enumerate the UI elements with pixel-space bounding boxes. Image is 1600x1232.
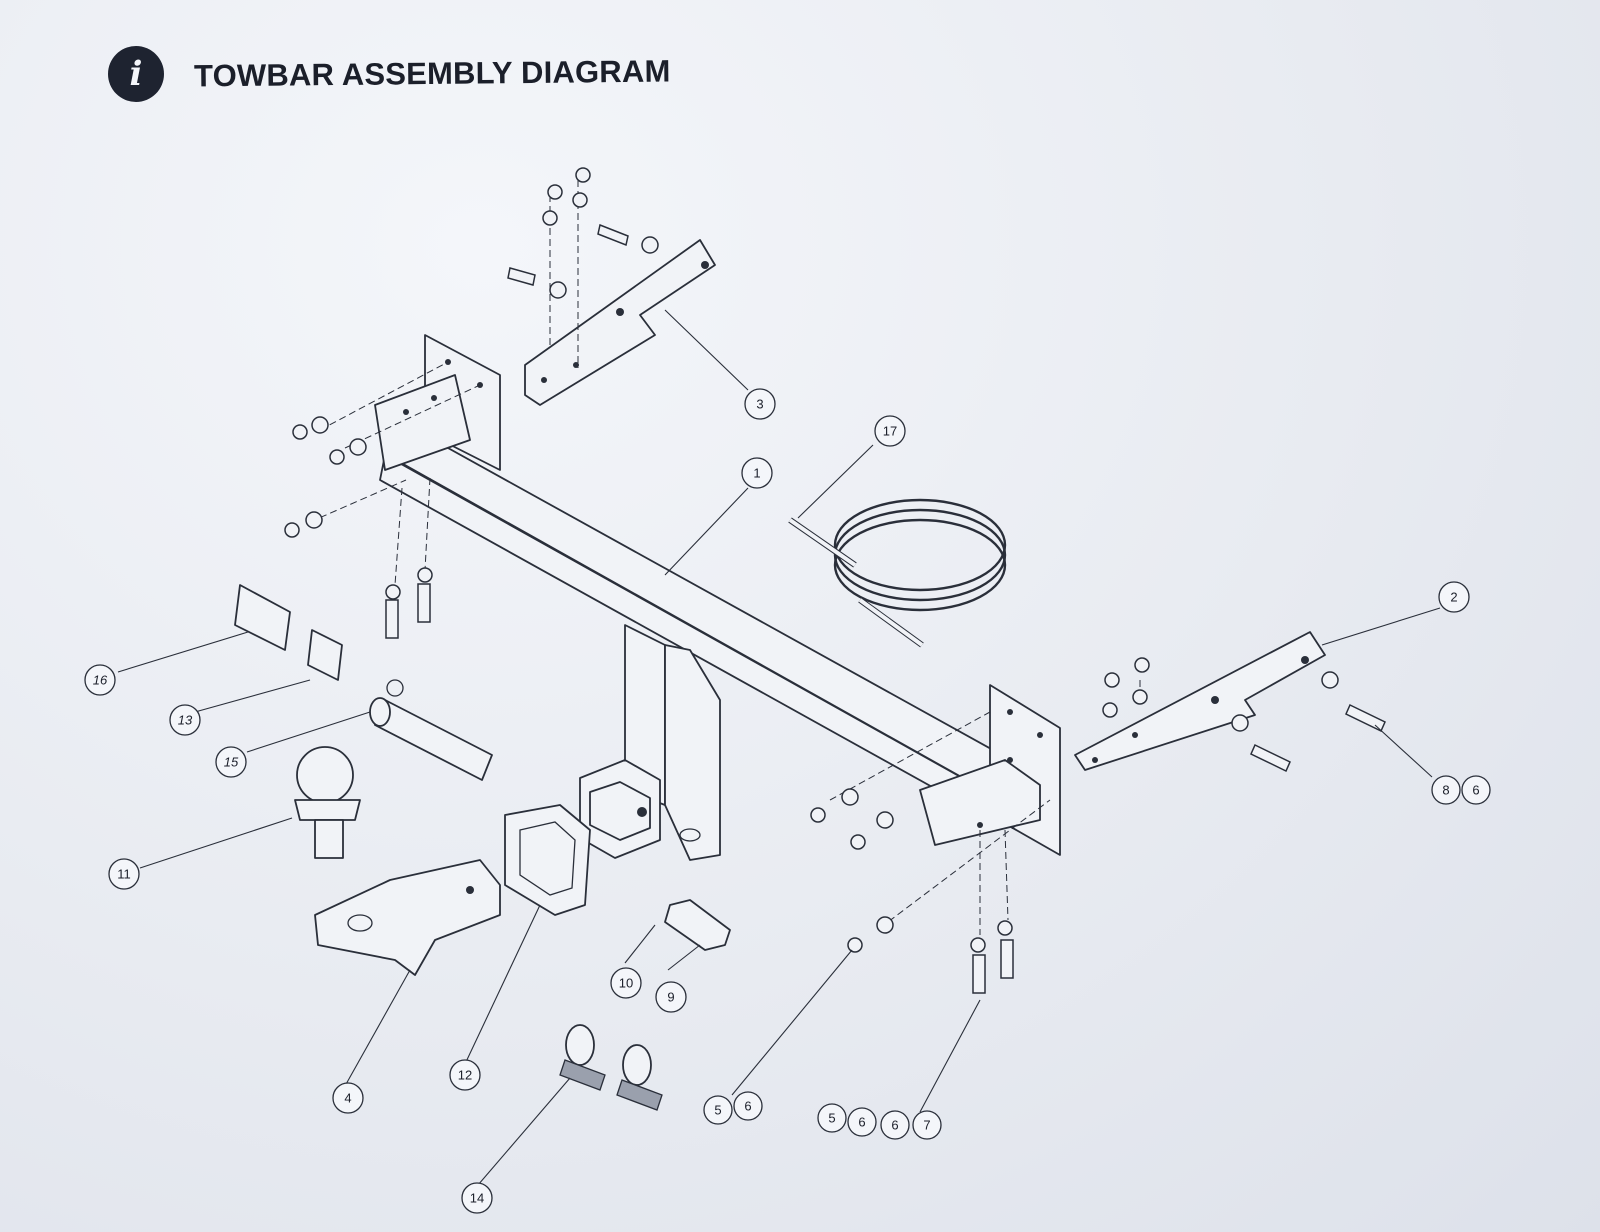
callout-4-label: 4 xyxy=(344,1091,351,1106)
callout-14-label: 14 xyxy=(470,1191,484,1206)
callout-11: 11 xyxy=(108,858,140,890)
header: i TOWBAR ASSEMBLY DIAGRAM xyxy=(108,44,671,104)
crossbar xyxy=(374,334,1061,861)
callout-1: 1 xyxy=(741,457,773,489)
callout-9-label: 9 xyxy=(667,990,674,1005)
callout-10: 10 xyxy=(610,967,642,999)
leader-lines xyxy=(117,309,1441,1186)
callout-10-label: 10 xyxy=(619,976,633,991)
callout-9: 9 xyxy=(655,981,687,1013)
callout-8-6-label-a: 8 xyxy=(1442,783,1449,798)
callout-16-label: 16 xyxy=(93,673,108,688)
callout-14: 14 xyxy=(461,1182,493,1214)
callout-13-label: 13 xyxy=(178,713,193,728)
callout-5-6-6-7-label-b: 6 xyxy=(858,1115,865,1130)
callout-2-label: 2 xyxy=(1450,590,1457,605)
bracket-right xyxy=(1074,631,1326,771)
callout-1-label: 1 xyxy=(753,466,760,481)
callout-5-6-label-a: 5 xyxy=(714,1103,721,1118)
callout-3: 3 xyxy=(744,388,776,420)
loose-parts xyxy=(234,584,731,1111)
callout-5-6-6-7-label-c: 6 xyxy=(891,1118,898,1133)
callout-5-6-6-7: 5 6 6 7 xyxy=(817,1103,942,1140)
callout-12-label: 12 xyxy=(458,1068,472,1083)
callout-8-6: 8 6 xyxy=(1431,775,1491,805)
callout-13: 13 xyxy=(169,704,201,736)
callout-5-6-6-7-label-a: 5 xyxy=(828,1111,835,1126)
callouts: 1 2 3 4 9 10 1 xyxy=(84,388,1491,1214)
callout-5-6: 5 6 xyxy=(703,1091,763,1125)
callout-5-6-6-7-label-d: 7 xyxy=(923,1118,930,1133)
wiring-loom xyxy=(788,498,1007,648)
callout-2: 2 xyxy=(1438,581,1470,613)
callout-15: 15 xyxy=(215,746,247,778)
callout-4: 4 xyxy=(332,1082,364,1114)
callout-3-label: 3 xyxy=(756,397,763,412)
callout-16: 16 xyxy=(84,664,116,696)
info-icon: i xyxy=(108,46,164,102)
callout-5-6-label-b: 6 xyxy=(744,1099,751,1114)
callout-15-label: 15 xyxy=(224,755,239,770)
callout-11-label: 11 xyxy=(117,867,131,882)
callout-8-6-label-b: 6 xyxy=(1472,783,1479,798)
callout-12: 12 xyxy=(449,1059,481,1091)
callout-17-label: 17 xyxy=(883,424,897,439)
bracket-left xyxy=(524,239,716,406)
callout-17: 17 xyxy=(874,415,906,447)
